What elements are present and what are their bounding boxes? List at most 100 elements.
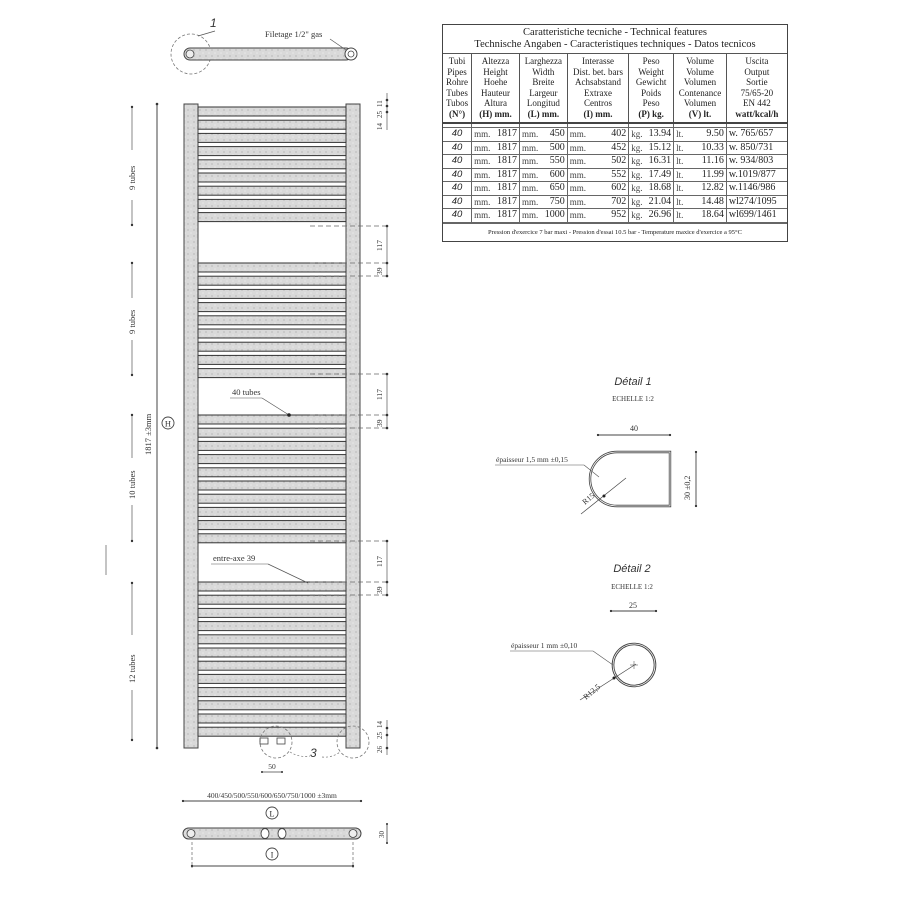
cell-unit: lt. bbox=[676, 129, 684, 140]
tube bbox=[197, 198, 347, 209]
column-header-line: Tubi bbox=[448, 56, 466, 66]
column-header-line: Gewicht bbox=[635, 77, 667, 87]
cell-volume: 10.33 bbox=[701, 141, 724, 153]
column-header-line: Tubes bbox=[446, 87, 468, 98]
detail-2-thickness-label: épaisseur 1 mm ±0,10 bbox=[511, 641, 577, 650]
tube bbox=[197, 315, 347, 326]
cell-width: 450 bbox=[549, 128, 565, 140]
column-header-line: Hauteur bbox=[481, 87, 511, 98]
cell-unit: mm. bbox=[521, 196, 539, 207]
cell-unit: mm. bbox=[474, 183, 491, 194]
cell-unit: kg. bbox=[631, 169, 643, 180]
column-header-line: Extraxe bbox=[583, 87, 612, 98]
tube bbox=[197, 440, 347, 451]
gap-dim-1: 117 bbox=[375, 240, 384, 251]
column-header-line: watt/kcal/h bbox=[735, 108, 779, 119]
cell-width: 750 bbox=[549, 195, 565, 207]
cell-volume: 9.50 bbox=[706, 128, 724, 140]
tube bbox=[197, 660, 347, 671]
cell-unit: mm. bbox=[474, 210, 491, 221]
cell-height: 1817 bbox=[496, 209, 517, 221]
tube bbox=[197, 506, 347, 517]
cell-height: 1817 bbox=[496, 141, 517, 153]
cell-output: w.1146/986 bbox=[728, 182, 776, 194]
detail-1-marker: 1 bbox=[210, 16, 217, 30]
cell-unit: mm. bbox=[521, 142, 539, 153]
column-header-line: Poids bbox=[641, 87, 662, 98]
column-header-line: Uscita bbox=[745, 56, 769, 66]
tube bbox=[197, 533, 347, 544]
cell-unit: lt. bbox=[676, 196, 684, 207]
cell-tubes: 40 bbox=[451, 128, 463, 140]
technical-features-table: Caratteristiche tecniche - Technical fea… bbox=[442, 24, 788, 242]
connection-spacing-dim: 50 bbox=[268, 762, 276, 771]
cell-height: 1817 bbox=[496, 168, 517, 180]
column-header-line: Dist. bet. bars bbox=[572, 66, 623, 77]
column-header-line: Peso bbox=[642, 56, 660, 66]
tube bbox=[197, 493, 347, 504]
detail-1: Détail 1 ECHELLE 1:2 40 30 ±0,2 épaisseu… bbox=[495, 376, 698, 515]
cell-unit: kg. bbox=[631, 129, 643, 140]
connection-hole-right bbox=[277, 828, 287, 839]
cell-unit: kg. bbox=[631, 156, 643, 167]
cell-weight: 17.49 bbox=[648, 168, 672, 180]
centers-symbol: I bbox=[271, 850, 274, 860]
cell-unit: mm. bbox=[521, 169, 539, 180]
right-collector bbox=[345, 103, 361, 749]
tube bbox=[197, 726, 347, 737]
column-header-line: Hoehe bbox=[483, 77, 508, 87]
group-label-2: 9 tubes bbox=[127, 310, 137, 334]
tube bbox=[197, 454, 347, 465]
cell-width: 600 bbox=[549, 168, 565, 180]
detail-2-width: 25 bbox=[629, 601, 637, 610]
width-symbol: L bbox=[269, 809, 274, 819]
tube bbox=[197, 414, 347, 425]
tube bbox=[197, 480, 347, 491]
column-header-line: (H) mm. bbox=[479, 108, 512, 119]
cell-unit: kg. bbox=[631, 183, 643, 194]
cell-unit: mm. bbox=[474, 156, 491, 167]
cell-unit: mm. bbox=[474, 142, 491, 153]
cell-width: 1000 bbox=[544, 209, 565, 221]
top-view-bar bbox=[183, 47, 353, 61]
cell-volume: 12.82 bbox=[701, 182, 724, 194]
column-header-line: Pipes bbox=[447, 66, 467, 77]
column-header-line: Achsabstand bbox=[574, 77, 621, 87]
tube bbox=[197, 467, 347, 478]
cell-unit: mm. bbox=[521, 183, 539, 194]
gap-dim-2: 117 bbox=[375, 389, 384, 400]
cell-tubes: 40 bbox=[451, 209, 463, 221]
table-title-line-1: Caratteristiche tecniche - Technical fea… bbox=[523, 27, 707, 38]
cell-unit: lt. bbox=[676, 142, 684, 153]
cell-unit: mm. bbox=[569, 142, 587, 153]
table-title: Caratteristiche tecniche - Technical fea… bbox=[443, 25, 787, 54]
cell-centers: 952 bbox=[611, 209, 627, 221]
cell-unit: mm. bbox=[521, 156, 539, 167]
bottom-dim-26: 26 bbox=[376, 746, 384, 754]
detail-1-title: Détail 1 bbox=[614, 376, 651, 388]
cell-tubes: 40 bbox=[451, 141, 463, 153]
cell-unit: mm. bbox=[569, 183, 587, 194]
cell-centers: 702 bbox=[611, 195, 627, 207]
cell-unit: mm. bbox=[569, 169, 587, 180]
tube bbox=[197, 520, 347, 531]
cell-unit: kg. bbox=[631, 196, 643, 207]
front-view: 40 tubes entre-axe 39 1817 ±3mm H 9 tube… bbox=[105, 93, 390, 774]
table-footer-note: Pression d'exercice 7 bar maxi - Pressio… bbox=[443, 222, 787, 241]
detail-1-height: 30 ±0,2 bbox=[683, 476, 692, 500]
tube bbox=[197, 146, 347, 157]
column-header-line: (L) mm. bbox=[527, 108, 560, 119]
cell-tubes: 40 bbox=[451, 195, 463, 207]
cell-weight: 18.68 bbox=[648, 182, 672, 194]
top-dim-14: 14 bbox=[376, 123, 384, 131]
top-dim-11: 11 bbox=[376, 100, 384, 107]
tube bbox=[197, 607, 347, 618]
cell-width: 650 bbox=[549, 182, 565, 194]
